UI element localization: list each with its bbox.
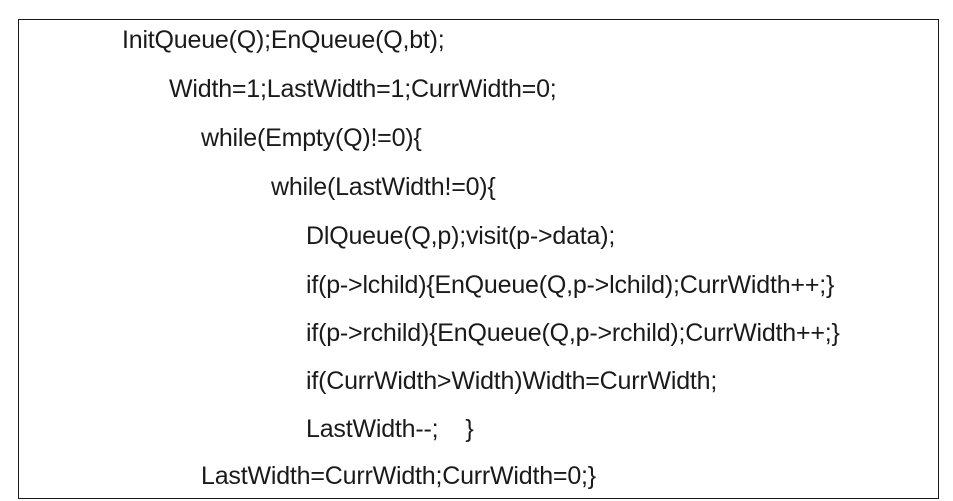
code-line-3: while(Empty(Q)!=0){ [201, 124, 422, 152]
code-line-4: while(LastWidth!=0){ [271, 173, 496, 201]
code-line-10: LastWidth=CurrWidth;CurrWidth=0;} [201, 462, 596, 490]
code-line-9: LastWidth--; } [306, 415, 474, 443]
code-block: InitQueue(Q);EnQueue(Q,bt); Width=1;Last… [18, 19, 939, 499]
code-line-2: Width=1;LastWidth=1;CurrWidth=0; [169, 75, 557, 103]
code-line-7: if(p->rchild){EnQueue(Q,p->rchild);CurrW… [306, 319, 840, 347]
code-line-6: if(p->lchild){EnQueue(Q,p->lchild);CurrW… [306, 271, 835, 299]
code-line-8: if(CurrWidth>Width)Width=CurrWidth; [306, 367, 718, 395]
code-line-1: InitQueue(Q);EnQueue(Q,bt); [122, 26, 445, 54]
code-line-5: DlQueue(Q,p);visit(p->data); [306, 222, 616, 250]
